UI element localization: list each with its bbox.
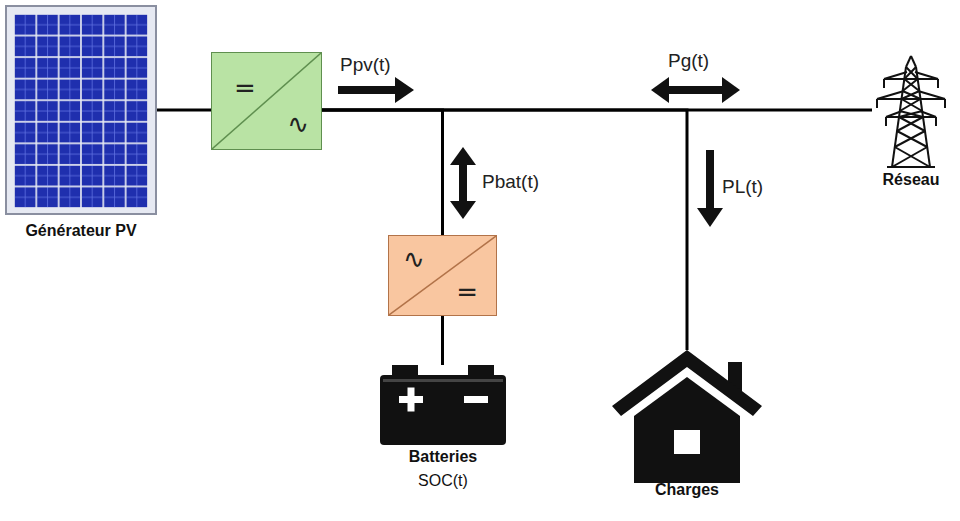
pv-generator: Générateur PV — [5, 5, 157, 215]
power-label: Pbat(t) — [482, 171, 539, 194]
node-label: Réseau — [883, 170, 940, 189]
grid-pylon: Réseau — [872, 55, 950, 168]
power-label: Ppv(t) — [340, 54, 391, 77]
power-line — [322, 110, 687, 350]
power-label: Pg(t) — [668, 50, 709, 73]
converter-symbol: ∿ — [287, 111, 309, 137]
power-label: PL(t) — [722, 176, 763, 199]
state-label: SOC(t) — [418, 471, 468, 490]
node-label: Batteries — [409, 447, 477, 466]
converter-symbol: ∿ — [403, 246, 425, 272]
grid-flow-arrow — [651, 77, 740, 103]
load-house: Charges — [612, 350, 762, 483]
node-label: Générateur PV — [25, 221, 136, 240]
dc-ac-converter: =∿ — [211, 52, 322, 150]
house-icon — [612, 350, 762, 483]
pylon-icon — [872, 55, 950, 168]
pv-icon — [5, 5, 157, 215]
power-line — [157, 109, 211, 112]
converter-symbol: = — [234, 75, 256, 101]
ac-dc-converter: ∿= — [388, 235, 497, 316]
node-label: Charges — [655, 480, 719, 499]
load-flow-arrow — [697, 150, 723, 227]
bat-icon — [380, 365, 506, 445]
power-line — [441, 316, 444, 365]
power-line — [322, 110, 443, 235]
battery-flow-arrow — [450, 147, 476, 219]
pv-flow-arrow — [338, 77, 414, 103]
converter-symbol: = — [456, 279, 478, 305]
battery: BatteriesSOC(t) — [380, 365, 506, 445]
